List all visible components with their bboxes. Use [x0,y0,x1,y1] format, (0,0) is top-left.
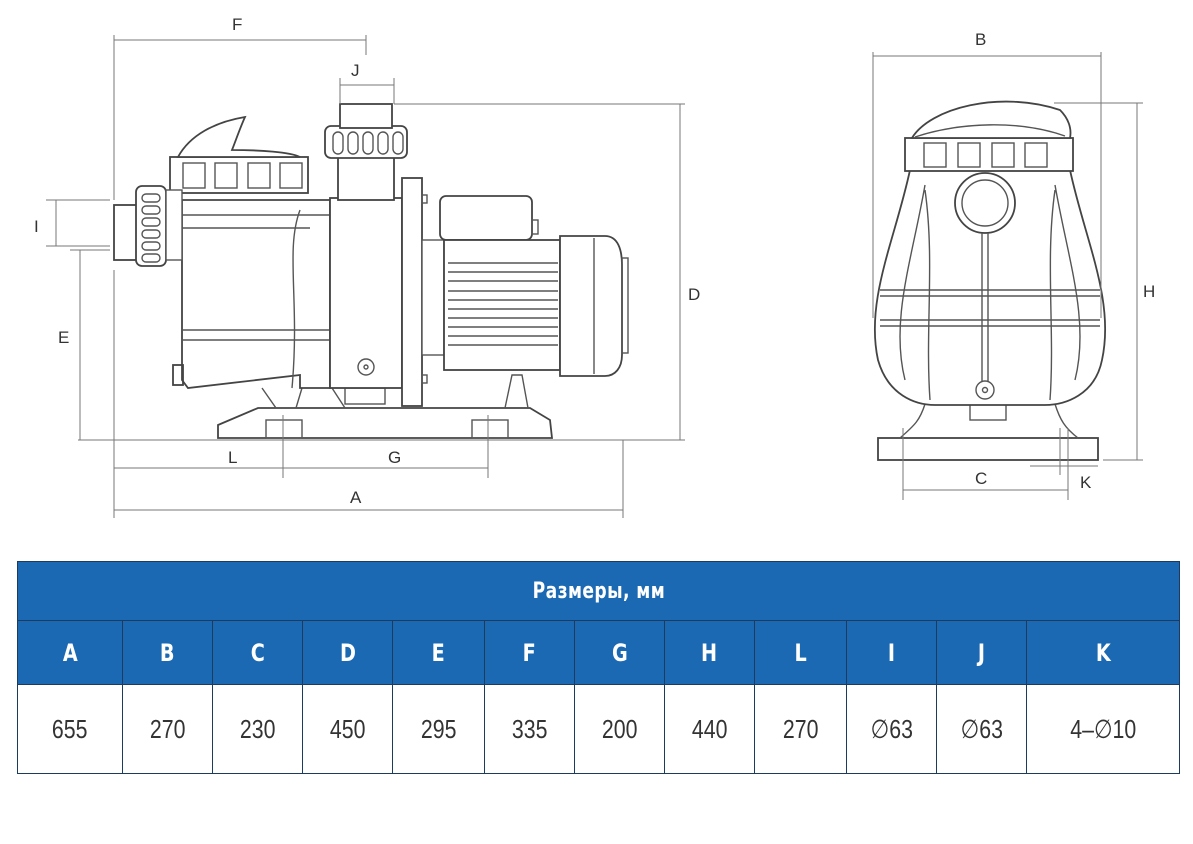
pump-front-view [873,100,1107,461]
label-F: F [232,15,242,34]
table-title-row: Размеры, мм [16,561,1181,621]
label-I: I [34,217,39,236]
label-H: H [1143,282,1155,301]
column-header: E [392,620,485,685]
column-header: B [122,620,213,685]
label-A: A [350,488,362,507]
label-C: C [975,469,987,488]
label-J: J [351,61,360,80]
pump-dimension-drawing: F J I E D L G A [34,15,1155,518]
table-cell: 270 [754,684,847,774]
table-header-row: A B C D E F G H L I J K [17,620,1181,685]
side-view-dimensions [46,35,685,518]
column-header: K [1025,620,1181,685]
column-header: C [212,620,303,685]
table-cell: 200 [574,684,665,774]
table-cell: ∅63 [936,684,1027,774]
table-cell: 335 [484,684,575,774]
column-header: A [17,620,123,685]
column-header: H [664,620,755,685]
column-header: J [936,620,1027,685]
pump-side-view [113,103,629,439]
table-cell: 230 [212,684,303,774]
column-header: I [846,620,937,685]
front-view-dimensions [872,52,1143,500]
dimensions-table: Размеры, мм A B C D E F G H L I J K 655 … [16,561,1181,774]
column-header: L [754,620,847,685]
column-header: F [484,620,575,685]
label-E: E [58,328,69,347]
table-cell: ∅63 [846,684,937,774]
column-header: D [302,620,393,685]
table-cell: 4–∅10 [1025,684,1181,774]
table-cell: 655 [17,684,123,774]
label-K: K [1080,473,1092,492]
table-row: 655 270 230 450 295 335 200 440 270 ∅63 … [17,684,1181,774]
column-header: G [574,620,665,685]
table-cell: 450 [302,684,393,774]
table-cell: 270 [122,684,213,774]
table-cell: 295 [392,684,485,774]
table-title: Размеры, мм [16,561,1181,621]
table-cell: 440 [664,684,755,774]
label-L: L [228,448,237,467]
label-B: B [975,30,986,49]
label-D: D [688,285,700,304]
label-G: G [388,448,401,467]
